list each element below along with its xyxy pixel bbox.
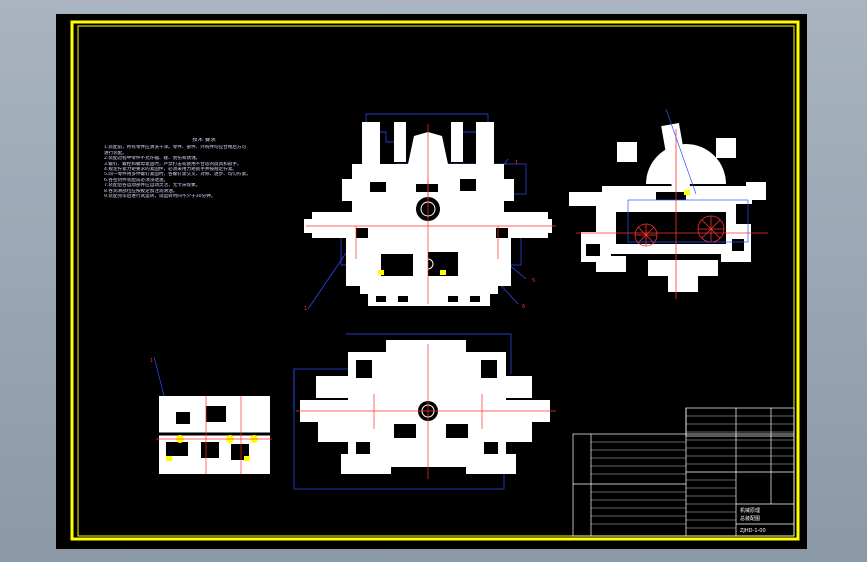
outer-frame xyxy=(70,20,800,541)
tech-note-line: 6.各密封件装配前必须浸透油。 xyxy=(104,177,169,183)
inner-frame xyxy=(77,25,795,537)
tech-note-line: 7.装配后各运动部件应运动灵活，无卡滞现象。 xyxy=(104,183,201,189)
title-block-rows xyxy=(591,415,794,529)
plan-view xyxy=(293,333,556,490)
tech-notes-title: 技术 要求 xyxy=(192,138,216,143)
svg-text:1: 1 xyxy=(150,358,153,364)
tech-note-line: 5.同一零件用多件螺钉紧固时，各螺钉需交叉、对称、逐步、均匀拧紧。 xyxy=(104,172,251,178)
detail-view: 1 xyxy=(150,356,272,474)
tech-note-line: 3.螺钉、螺栓和螺母紧固时，严禁打击或使用不合适的旋具和扳手。 xyxy=(104,161,242,167)
title-block-drawing-name: 总装配图 xyxy=(740,516,761,522)
title-block-company: 机械原理 xyxy=(740,508,761,514)
tech-note-line: 进行装配。 xyxy=(104,150,127,156)
tech-note-line: 1.装配前，所有零件应清洗干净。零件、部件、外购件均应合格后方可 xyxy=(104,145,247,151)
svg-text:6: 6 xyxy=(522,304,525,310)
title-block xyxy=(572,407,795,537)
svg-text:1: 1 xyxy=(304,306,307,312)
tech-note-line: 2.装配过程中零件不允许磕、碰、划伤和锈蚀。 xyxy=(104,156,201,162)
svg-text:5: 5 xyxy=(532,278,535,284)
front-view: 1 1 5 6 xyxy=(304,113,556,312)
technical-requirements: 技术 要求 1.装配前，所有零件应清洗干净。零件、部件、外购件均应合格后方可 进… xyxy=(104,138,304,199)
drawing-sheet: 1 1 5 6 xyxy=(56,14,807,549)
tech-note-line: 9.装配完毕后进行试运转，试运转时间不少于30分钟。 xyxy=(104,194,216,200)
title-block-drawing-number: ZJHD-1-00 xyxy=(740,528,766,534)
tech-note-line: 4.规定拧紧力矩要求的紧固件，必须采用力矩扳手并按规定拧紧。 xyxy=(104,167,238,173)
drawing-canvas: 1 1 5 6 xyxy=(70,20,800,541)
svg-text:1: 1 xyxy=(515,160,518,166)
side-view xyxy=(569,108,768,299)
tech-note-line: 8.各润滑部位应按规定加注润滑油。 xyxy=(104,188,178,194)
